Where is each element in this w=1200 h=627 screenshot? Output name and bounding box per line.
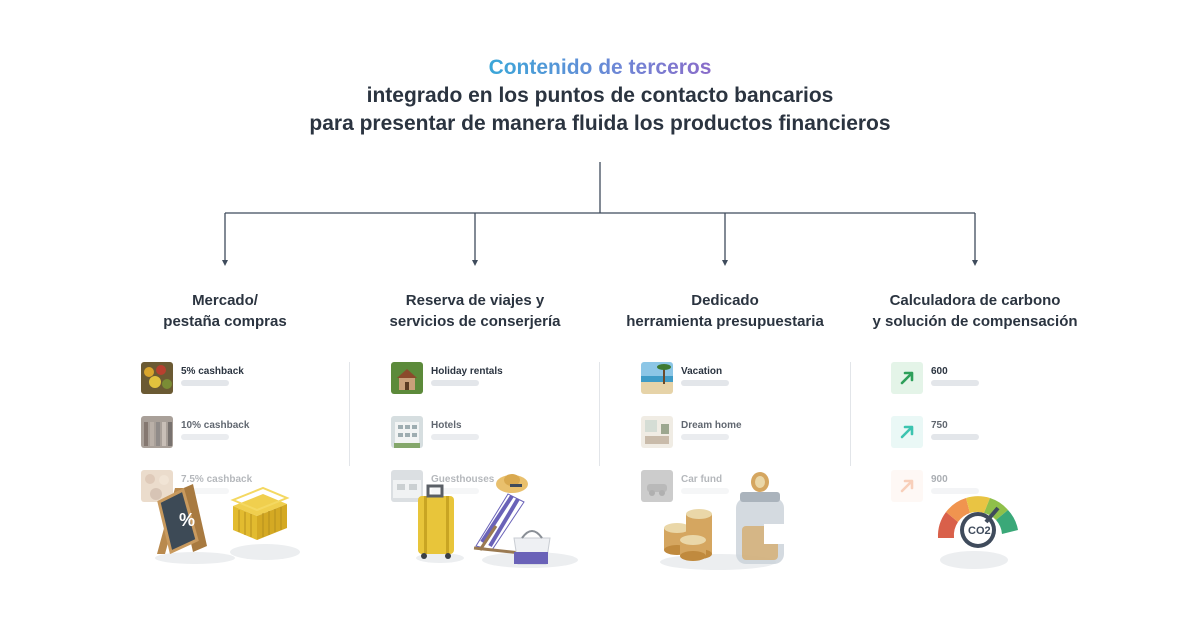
list-item[interactable]: 900 [891,470,1091,504]
column-title-line-2: y solución de compensación [872,313,1078,330]
column-marketplace: Mercado/ pestaña compras 5% cashback 10%… [100,290,350,502]
jar-icon [736,472,784,564]
arrow-up-right-green-icon [891,362,923,394]
guesthouse-photo-icon [391,470,423,502]
list-item[interactable]: 10% cashback [141,416,341,450]
list-item[interactable]: Car fund [641,470,841,504]
list-item[interactable]: 5% cashback [141,362,341,396]
skeleton-bar [681,488,729,494]
item-label: Vacation [681,366,723,377]
item-label: 750 [931,420,948,431]
column-title-line-1: Mercado/ [192,292,258,309]
item-label: 600 [931,366,948,377]
arrow-down-icon [972,260,978,266]
skeleton-bar [681,434,729,440]
skeleton-bar [931,434,979,440]
list-item[interactable]: 750 [891,416,1091,450]
list-item[interactable]: Holiday rentals [391,362,591,396]
column-divider [850,362,851,466]
living-room-photo-icon [641,416,673,448]
headline-line-1: integrado en los puntos de contacto banc… [366,84,834,107]
co2-label: CO2 [968,525,991,537]
column-title-line-2: servicios de conserjería [389,313,561,330]
column-title-line-1: Calculadora de carbono [889,292,1061,309]
skeleton-bar [931,380,979,386]
list-item[interactable]: Hotels [391,416,591,450]
percent-icon: % [179,510,195,530]
item-label: Dream home [681,420,742,431]
beach-photo-icon [641,362,673,394]
arrow-up-right-orange-icon [891,470,923,502]
column-title: Calculadora de carbono y solución de com… [850,290,1100,332]
headline-accent: Contenido de terceros [489,54,712,82]
co2-gauge-illustration: CO2 [937,496,1018,569]
market-photo-icon [141,362,173,394]
item-label: Holiday rentals [431,366,503,377]
item-label: 7.5% cashback [181,474,253,485]
column-budget: Dedicado herramienta presupuestaria Vaca… [600,290,850,502]
house-photo-icon [391,362,423,394]
skeleton-bar [681,380,729,386]
savings-illustration [660,472,784,570]
column-title-line-2: herramienta presupuestaria [626,313,824,330]
list-item[interactable]: 600 [891,362,1091,396]
car-photo-icon [641,470,673,502]
column-title: Mercado/ pestaña compras [100,290,350,332]
shop-sign-illustration: % [155,484,300,564]
hotel-photo-icon [391,416,423,448]
skeleton-bar [931,488,979,494]
skeleton-bar [181,488,229,494]
item-label: 10% cashback [181,420,250,431]
column-title: Reserva de viajes y servicios de conserj… [350,290,600,332]
skeleton-bar [431,380,479,386]
skeleton-bar [431,434,479,440]
skeleton-bar [181,434,229,440]
list-item[interactable]: Guesthouses [391,470,591,504]
arrow-up-right-teal-icon [891,416,923,448]
item-label: Guesthouses [431,474,495,485]
column-title-line-1: Reserva de viajes y [405,292,545,309]
skeleton-bar [431,488,479,494]
item-label: 900 [931,474,948,485]
list-item[interactable]: Dream home [641,416,841,450]
skeleton-bar [181,380,229,386]
arrow-down-icon [222,260,228,266]
clothes-rack-photo-icon [141,416,173,448]
item-label: Car fund [681,474,723,485]
connector-tree [222,162,978,266]
arrow-down-icon [722,260,728,266]
column-title-line-1: Dedicado [691,292,759,309]
column-divider [349,362,350,466]
coin-stack-icon [664,509,712,561]
arrow-down-icon [472,260,478,266]
column-carbon: Calculadora de carbono y solución de com… [850,290,1100,502]
item-label: Hotels [431,420,462,431]
column-title: Dedicado herramienta presupuestaria [600,290,850,332]
column-travel: Reserva de viajes y servicios de conserj… [350,290,600,502]
list-item[interactable]: Vacation [641,362,841,396]
travel-illustration [416,474,578,568]
headline: Contenido de terceros integrado en los p… [0,54,1200,138]
headline-line-2: para presentar de manera fluida los prod… [309,112,891,135]
item-label: 5% cashback [181,366,244,377]
column-divider [599,362,600,466]
column-title-line-2: pestaña compras [163,313,287,330]
